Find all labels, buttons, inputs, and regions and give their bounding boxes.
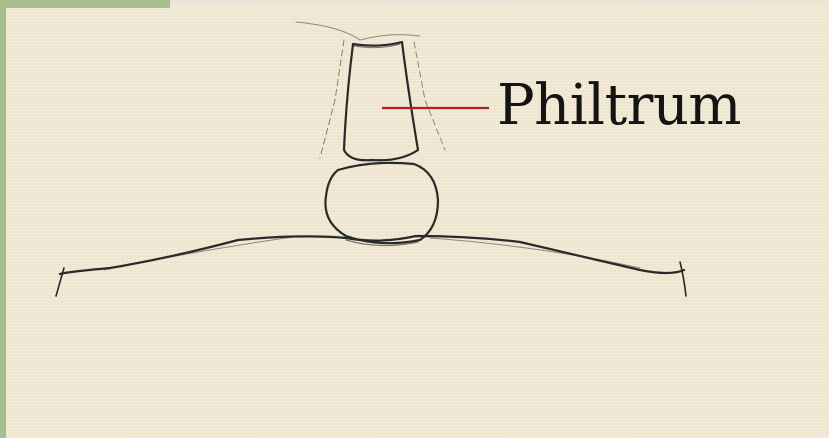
construction-line-top — [296, 22, 420, 40]
construction-line-right — [414, 42, 445, 150]
mouth-corner-right — [680, 262, 686, 296]
mouth-corner-left — [56, 268, 64, 296]
philtrum-outline — [344, 42, 418, 160]
construction-line-left — [320, 40, 344, 158]
philtrum-label: Philtrum — [497, 78, 741, 134]
lip-tubercle-outline — [325, 163, 438, 243]
